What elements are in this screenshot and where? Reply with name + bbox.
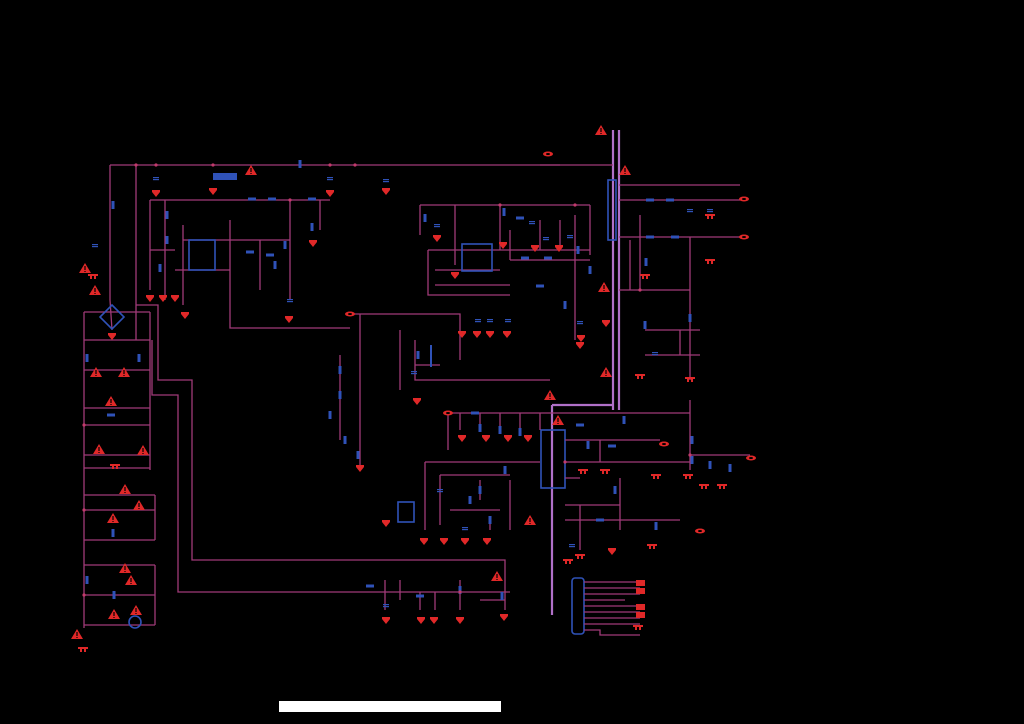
standby-section: [328, 314, 550, 472]
input-section: [71, 164, 560, 652]
title-block-strip: [279, 701, 501, 712]
lower-output: [382, 335, 756, 564]
output-rails: [602, 184, 749, 382]
fuse-circle: [128, 615, 142, 629]
pwm-ic: [461, 243, 493, 272]
pfc-mosfet: [213, 173, 237, 180]
warning-triangle-icon: [79, 263, 91, 273]
connector-block: [571, 577, 585, 635]
optocoupler: [397, 501, 415, 523]
bottom-section: [345, 580, 510, 624]
pfc-controller: [146, 160, 390, 323]
feed-wires: [136, 220, 506, 610]
bridge-rectifier: [98, 303, 126, 331]
pwm-controller: [345, 151, 592, 349]
transformer-main: [607, 179, 617, 241]
transformer-bus: [491, 125, 631, 615]
junction-dots: [82, 163, 692, 597]
output-connector: [571, 577, 645, 636]
pfc-ic: [188, 239, 216, 271]
transformer-aux: [540, 429, 566, 489]
